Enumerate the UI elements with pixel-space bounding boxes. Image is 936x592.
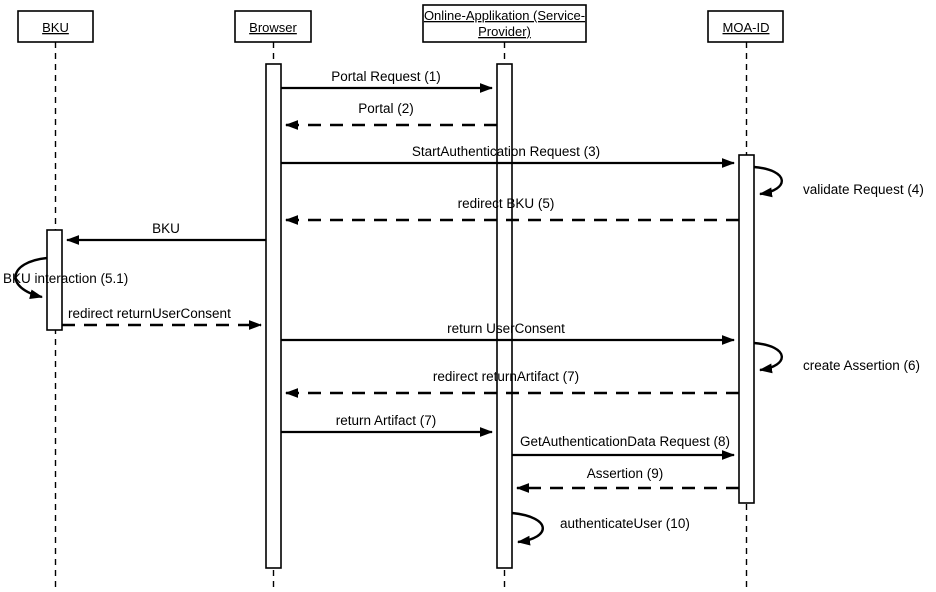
- message-authenticateuser-selfloop: authenticateUser (10): [511, 511, 690, 546]
- message-label-11: redirect returnArtifact (7): [433, 369, 579, 384]
- message-label-5: redirect BKU (5): [458, 196, 555, 211]
- message-startauthentication-request: StartAuthentication Request (3): [281, 144, 735, 168]
- self-loop-arrow-10: [753, 341, 783, 374]
- lifeline-header-box-browser: [234, 10, 312, 43]
- message-bku: BKU: [66, 221, 266, 245]
- activation-bar-bku: [46, 229, 63, 331]
- message-label-15: authenticateUser (10): [560, 516, 690, 531]
- message-label-1: Portal Request (1): [331, 69, 441, 84]
- lifeline-label-moaid: MOA-ID: [723, 20, 770, 35]
- message-label-13: GetAuthenticationData Request (8): [520, 434, 730, 449]
- self-loop-arrow-15: [511, 511, 544, 546]
- message-return-artifact: return Artifact (7): [281, 413, 493, 437]
- message-getauthenticationdata-request: GetAuthenticationData Request (8): [512, 434, 735, 460]
- activation-bar-moaid: [738, 154, 755, 504]
- message-validate-request-selfloop: validate Request (4): [753, 165, 924, 198]
- lifeline-header-box-moaid: [707, 10, 784, 43]
- message-label-2: Portal (2): [358, 101, 414, 116]
- message-label-6: BKU: [152, 221, 180, 236]
- activation-bar-browser: [265, 63, 282, 569]
- message-label-3: StartAuthentication Request (3): [412, 144, 600, 159]
- lifeline-label-oa-line2: Provider): [478, 24, 531, 39]
- message-label-14: Assertion (9): [587, 466, 664, 481]
- message-label-7: BKU interaction (5.1): [3, 271, 128, 286]
- message-label-8: redirect returnUserConsent: [68, 306, 231, 321]
- lifeline-label-oa-line1: Online-Applikation (Service-: [424, 8, 585, 23]
- lifeline-header-box-bku: [17, 10, 94, 43]
- self-loop-arrow-4: [753, 165, 783, 198]
- message-redirect-bku: redirect BKU (5): [285, 196, 739, 225]
- message-portal-response: Portal (2): [285, 101, 497, 130]
- message-label-12: return Artifact (7): [336, 413, 437, 428]
- message-bku-interaction-selfloop: BKU interaction (5.1): [3, 256, 128, 299]
- message-return-userconsent: return UserConsent: [281, 321, 735, 345]
- message-assertion: Assertion (9): [516, 466, 739, 493]
- message-portal-request: Portal Request (1): [281, 69, 493, 93]
- message-label-9: return UserConsent: [447, 321, 565, 336]
- lifeline-label-browser: Browser: [249, 20, 297, 35]
- message-label-4: validate Request (4): [803, 182, 924, 197]
- self-loop-arrow-7: [14, 256, 48, 299]
- message-create-assertion-selfloop: create Assertion (6): [753, 341, 920, 374]
- message-label-10: create Assertion (6): [803, 358, 920, 373]
- message-redirect-returnuserconsent: redirect returnUserConsent: [62, 306, 262, 330]
- activation-bar-oa: [496, 63, 513, 569]
- lifeline-label-bku: BKU: [42, 20, 69, 35]
- message-redirect-returnartifact: redirect returnArtifact (7): [285, 369, 739, 398]
